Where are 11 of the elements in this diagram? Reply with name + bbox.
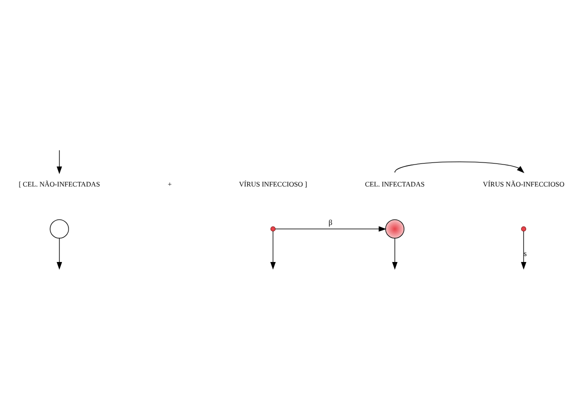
arrow (270, 230, 276, 270)
node-cell (385, 219, 404, 239)
arrow (392, 238, 398, 270)
node-dot (270, 226, 276, 232)
arrow (56, 238, 62, 270)
arrow (520, 230, 526, 270)
arrow (394, 161, 524, 174)
node-circle (50, 219, 69, 239)
arrow (56, 150, 62, 174)
node-dot (521, 226, 526, 232)
arrow (275, 226, 386, 232)
